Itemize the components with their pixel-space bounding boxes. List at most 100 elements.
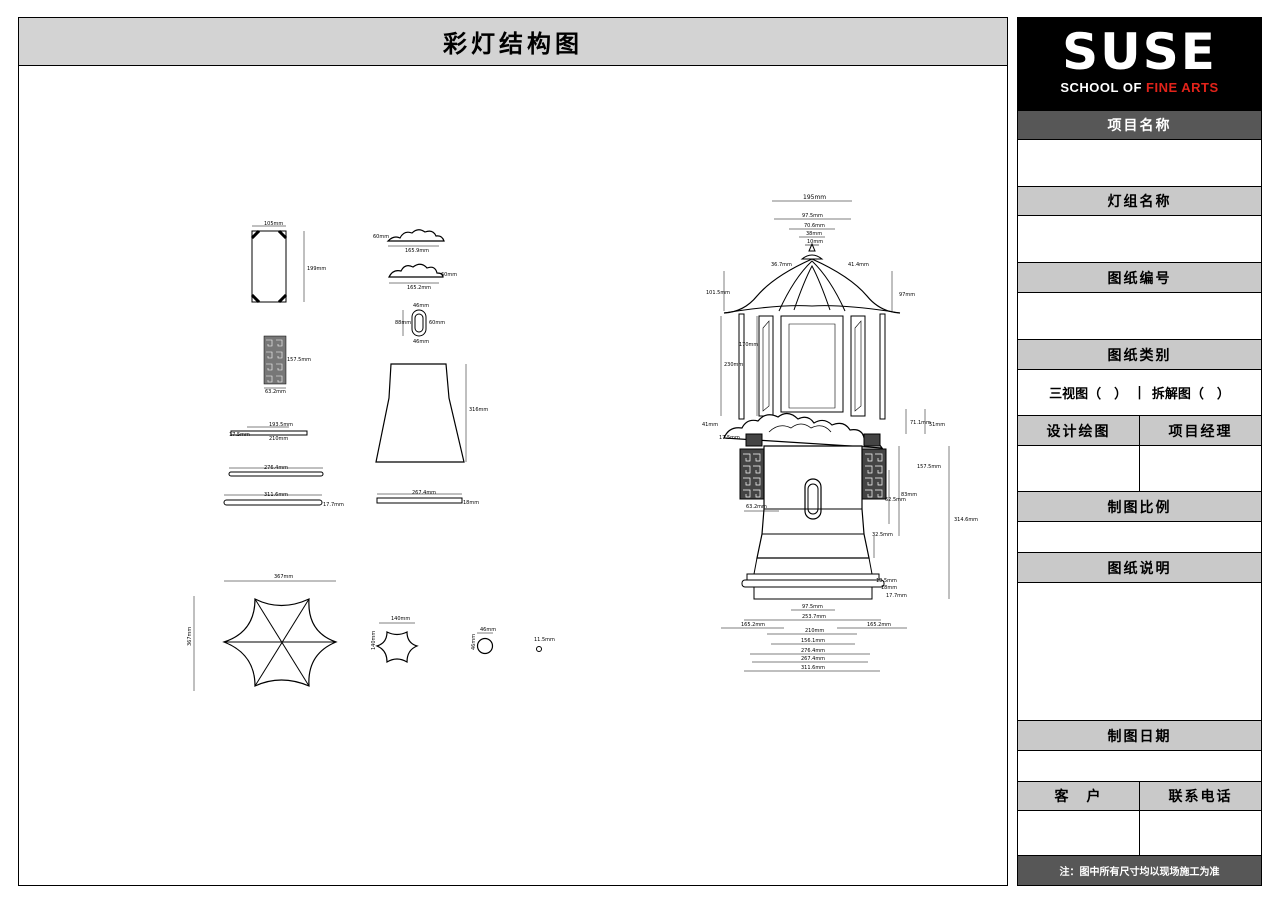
cloud-part-1 [386,229,445,247]
svg-text:46mm: 46mm [480,627,496,633]
project-name-field[interactable] [1018,140,1261,186]
svg-text:267.4mm: 267.4mm [801,656,825,662]
lantern-elevation [720,200,950,672]
logo-wordmark: SUSE [1062,23,1217,81]
svg-text:165.9mm: 165.9mm [405,248,429,254]
designer-field[interactable] [1018,446,1140,491]
client-phone-fields [1018,811,1261,857]
scale-field[interactable] [1018,522,1261,552]
svg-text:70.6mm: 70.6mm [804,223,825,229]
client-phone-header: 客 户 联系电话 [1018,781,1261,811]
circle-part [476,632,494,655]
svg-text:17.7mm: 17.7mm [323,502,344,508]
svg-text:170mm: 170mm [739,342,758,348]
svg-text:140mm: 140mm [371,631,377,650]
svg-text:316mm: 316mm [469,407,488,413]
small-circle-part [536,646,542,652]
drawing-type-field[interactable]: 三视图（ ） | 拆解图（ ） [1018,370,1261,415]
svg-text:71.1mm: 71.1mm [910,420,931,426]
svg-text:17.7mm: 17.7mm [886,593,907,599]
svg-text:165.2mm: 165.2mm [741,622,765,628]
dimension-labels: 195mm 97.5mm 70.6mm 38mm 10mm 36.7mm 41.… [187,194,978,671]
logo-subtitle: SCHOOL OF FINE ARTS [1060,80,1219,95]
panel-part [250,225,305,304]
svg-text:367mm: 367mm [187,627,193,646]
plate-part-1 [230,426,308,436]
drawing-frame: 彩灯结构图 [18,17,1008,886]
svg-text:97.5mm: 97.5mm [802,213,823,219]
suse-logo: SUSE SCHOOL OF FINE ARTS [1018,18,1261,110]
page-title: 彩灯结构图 [19,18,1007,66]
svg-text:314.6mm: 314.6mm [954,517,978,523]
client-field[interactable] [1018,811,1140,857]
svg-text:88mm: 88mm [395,320,411,326]
cloud-part-2 [388,263,444,284]
svg-text:10mm: 10mm [807,239,823,245]
drawing-type-header: 图纸类别 [1018,339,1261,370]
svg-text:311.6mm: 311.6mm [801,665,825,671]
svg-text:267.4mm: 267.4mm [412,490,436,496]
svg-text:165.2mm: 165.2mm [867,622,891,628]
type-separator: | [1137,385,1142,400]
svg-text:60mm: 60mm [441,272,457,278]
svg-text:13.5mm: 13.5mm [876,578,897,584]
type-exploded-option[interactable]: 拆解图（ ） [1151,387,1230,402]
lamp-group-name-header: 灯组名称 [1018,186,1261,216]
svg-text:32.5mm: 32.5mm [872,532,893,538]
small-star-part [375,622,419,664]
svg-text:18mm: 18mm [881,585,897,591]
designer-manager-header: 设计绘图 项目经理 [1018,415,1261,446]
svg-text:199mm: 199mm [307,266,326,272]
technical-drawing: 195mm 97.5mm 70.6mm 38mm 10mm 36.7mm 41.… [187,194,978,691]
construction-note: 注：图中所有尺寸均以现场施工为准 [1018,855,1261,885]
svg-text:38mm: 38mm [806,231,822,237]
drawing-number-field[interactable] [1018,293,1261,339]
svg-text:97.5mm: 97.5mm [802,604,823,610]
svg-text:156.1mm: 156.1mm [801,638,825,644]
svg-text:46mm: 46mm [471,634,477,650]
type-three-view-option[interactable]: 三视图（ ） [1049,387,1128,402]
svg-text:63.2mm: 63.2mm [746,504,767,510]
description-field[interactable] [1018,583,1261,720]
svg-text:157.5mm: 157.5mm [287,357,311,363]
svg-text:101.5mm: 101.5mm [706,290,730,296]
svg-text:83mm: 83mm [901,492,917,498]
svg-text:311.6mm: 311.6mm [264,492,288,498]
svg-text:193.5mm: 193.5mm [269,422,293,428]
svg-text:11.5mm: 11.5mm [534,637,555,643]
svg-text:195mm: 195mm [803,194,826,201]
svg-text:210mm: 210mm [269,436,288,442]
oval-ring-part [402,309,427,337]
svg-text:105mm: 105mm [264,221,283,227]
lamp-group-name-field[interactable] [1018,216,1261,262]
drawing-number-header: 图纸编号 [1018,262,1261,293]
svg-text:367mm: 367mm [274,574,293,580]
scale-header: 制图比例 [1018,491,1261,522]
svg-text:41mm: 41mm [702,422,718,428]
svg-text:17.5mm: 17.5mm [719,435,740,441]
svg-text:36.7mm: 36.7mm [771,262,792,268]
svg-text:230mm: 230mm [724,362,743,368]
roof-top-view [193,580,338,691]
project-manager-field[interactable] [1140,446,1261,491]
project-manager-header: 项目经理 [1168,423,1233,440]
date-field[interactable] [1018,751,1261,781]
svg-text:63.2mm: 63.2mm [265,389,286,395]
title-block: SUSE SCHOOL OF FINE ARTS 项目名称 灯组名称 图纸编号 … [1017,17,1262,886]
svg-text:46mm: 46mm [413,303,429,309]
svg-text:60mm: 60mm [373,234,389,240]
svg-text:253.7mm: 253.7mm [802,614,826,620]
phone-field[interactable] [1140,811,1261,857]
svg-text:276.4mm: 276.4mm [264,465,288,471]
designer-header: 设计绘图 [1018,416,1140,445]
svg-text:140mm: 140mm [391,616,410,622]
svg-text:276.4mm: 276.4mm [801,648,825,654]
svg-text:41.4mm: 41.4mm [848,262,869,268]
phone-header: 联系电话 [1168,789,1233,805]
plate-part-4 [376,493,463,504]
fret-pattern-part [263,335,287,389]
svg-text:46mm: 46mm [413,339,429,345]
body-frustum-part [375,363,467,463]
svg-text:62.5mm: 62.5mm [885,497,906,503]
client-header: 客 户 [1018,782,1140,810]
